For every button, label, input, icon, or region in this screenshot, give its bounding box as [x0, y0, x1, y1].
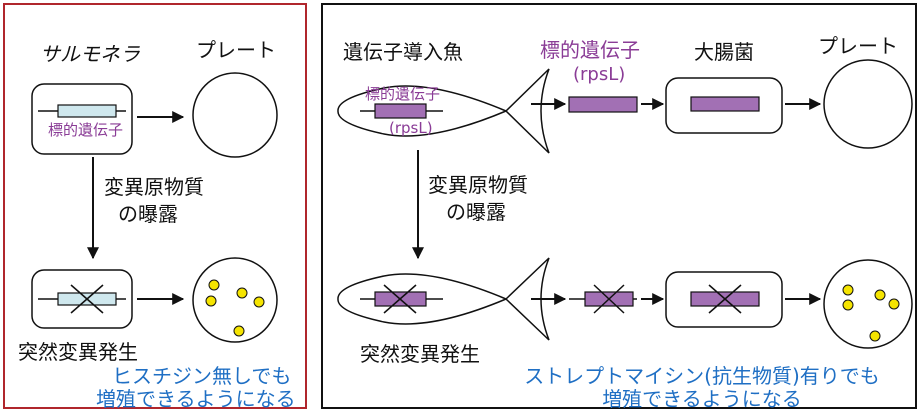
right-exposure-line1: 変異原物質 — [428, 173, 528, 197]
left-exposure-line1: 変異原物質 — [104, 175, 204, 199]
right-mutation-label: 突然変異発生 — [360, 342, 480, 366]
left-bacterium-bottom — [31, 269, 133, 329]
left-panel-border — [3, 3, 307, 409]
left-colony — [233, 325, 245, 337]
ecoli-bottom — [665, 271, 783, 328]
fish-gene-label: 標的遺伝子 — [365, 85, 441, 103]
right-colony — [869, 330, 881, 342]
right-colony — [874, 289, 886, 301]
right-plate-label-top: プレート — [818, 34, 898, 58]
right-plate-bottom — [823, 259, 913, 349]
left-plate-label-top: プレート — [196, 38, 276, 62]
right-result-line2: 増殖できるようになる — [602, 387, 802, 411]
right-plate-top — [823, 59, 913, 149]
mutant-gene-cross-b — [593, 284, 625, 314]
left-result-line1: ヒスチジン無しでも — [112, 364, 292, 388]
left-colony — [236, 287, 248, 299]
left-colony — [253, 296, 265, 308]
left-mutation-cross-b — [70, 284, 104, 314]
right-colony — [888, 298, 900, 310]
extracted-gene-box — [568, 96, 638, 113]
fish-gene-box-top — [374, 103, 427, 119]
right-colony — [842, 299, 854, 311]
fish-mutation-cross-b — [383, 284, 417, 314]
ecoli-top — [665, 77, 783, 134]
left-colony — [208, 279, 220, 291]
left-result-line2: 増殖できるようになる — [96, 387, 296, 411]
right-exposure-line2: の曝露 — [446, 200, 506, 224]
ecoli-gene-box-top — [690, 96, 760, 112]
left-gene-label: 標的遺伝子 — [47, 121, 125, 139]
left-plate-top — [192, 72, 278, 158]
left-exposure-line2: の曝露 — [118, 202, 178, 226]
left-gene-box-top — [57, 104, 117, 118]
left-plate-bottom — [192, 257, 278, 343]
transgenic-fish-label: 遺伝子導入魚 — [343, 40, 463, 64]
left-bacterium-top — [31, 83, 133, 155]
target-gene-sub-label: (rpsL) — [573, 64, 626, 85]
right-colony — [842, 284, 854, 296]
mutant-gene — [569, 284, 637, 314]
fish-gene-sub-label: (rpsL) — [389, 119, 433, 137]
fish-bottom — [337, 257, 550, 341]
ecoli-label: 大腸菌 — [694, 40, 754, 64]
left-colony — [205, 295, 217, 307]
left-organism-label: サルモネラ — [40, 42, 140, 66]
left-mutation-label: 突然変異発生 — [18, 340, 138, 364]
target-gene-label: 標的遺伝子 — [540, 38, 640, 62]
fish-top — [337, 68, 550, 154]
right-result-line1: ストレプトマイシン(抗生物質)有りでも — [524, 364, 880, 388]
ecoli-mutation-cross-b — [708, 284, 742, 314]
right-panel-border — [321, 3, 917, 409]
